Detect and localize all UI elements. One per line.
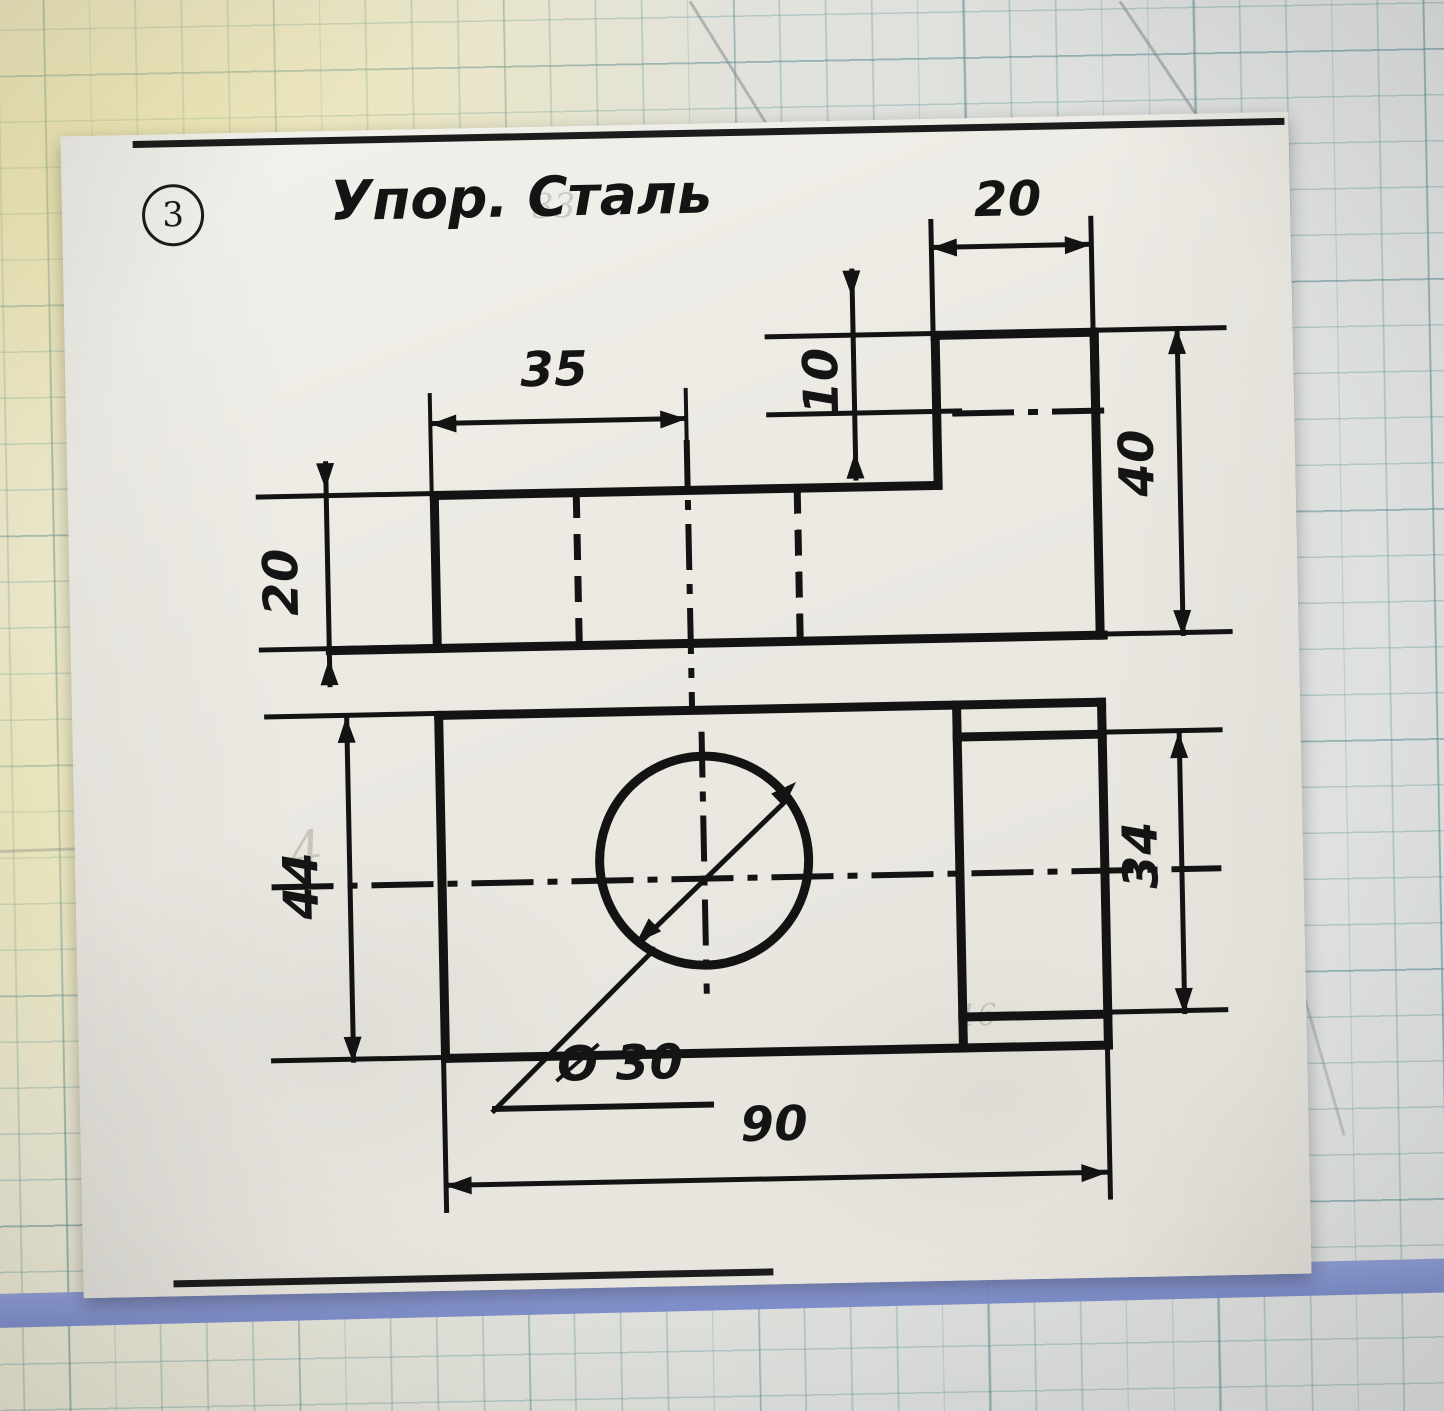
photo-vignette <box>0 0 1444 1411</box>
photograph: 33 4 16 3 Упор. Сталь <box>0 0 1444 1411</box>
